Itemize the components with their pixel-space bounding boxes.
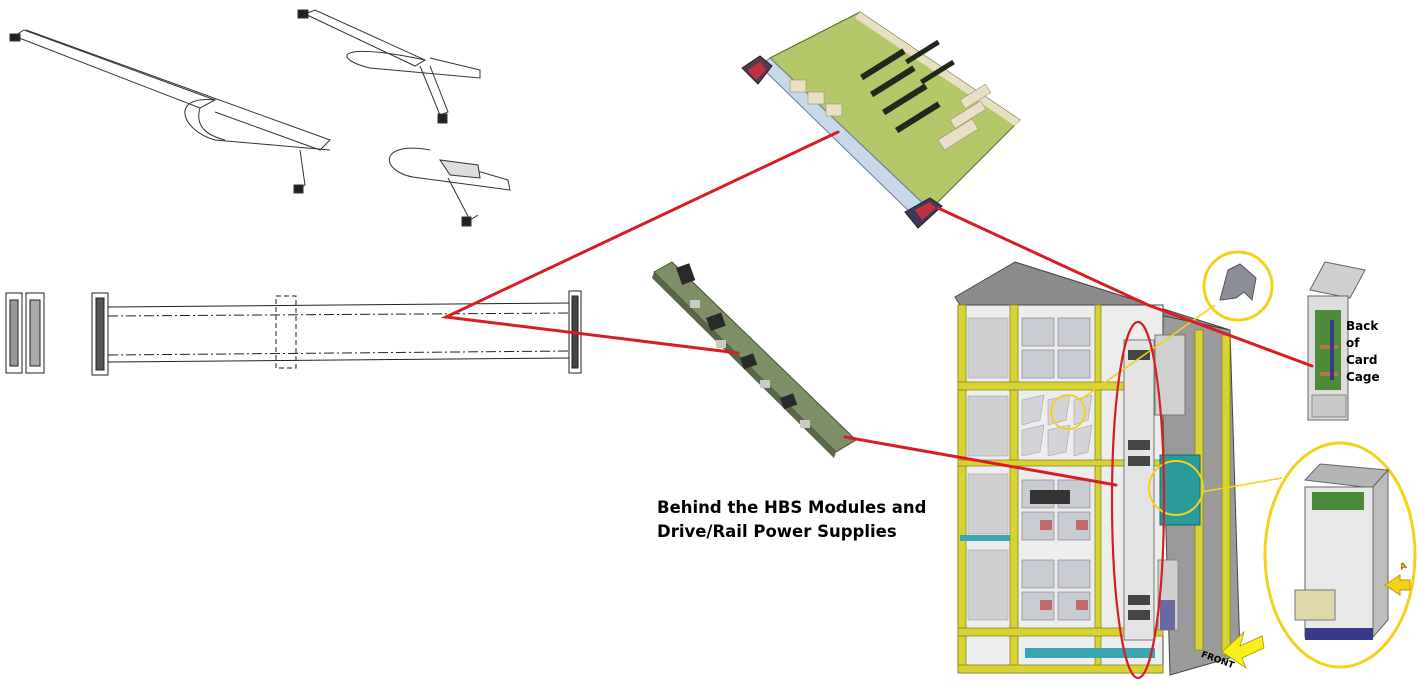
hbs-modules-ellipse (1110, 320, 1166, 680)
backplane-board (652, 261, 857, 458)
ribbon-cable-folded-small (388, 147, 511, 227)
card-cage-label: Back of Card Cage (1346, 318, 1412, 386)
ribbon-cable-long (9, 29, 331, 194)
cpci-card-board (741, 11, 1021, 229)
ribbon-cable-folded-top (297, 9, 481, 124)
detail-cabinet-callout (1263, 441, 1417, 669)
hbs-label-line1: Behind the HBS Modules and (657, 498, 927, 517)
bracket-callout (1202, 250, 1274, 322)
flat-cable-assembly (5, 290, 582, 376)
cabinet-callout-circles (1050, 394, 1204, 516)
cage-label-line2: of (1346, 336, 1360, 350)
card-cage-back (1307, 261, 1366, 421)
cage-label-line1: Back (1346, 319, 1379, 333)
cage-label-line4: Cage (1346, 370, 1380, 384)
cage-label-line3: Card (1346, 353, 1378, 367)
hbs-label-line2: Drive/Rail Power Supplies (657, 522, 897, 541)
front-arrow (1221, 630, 1265, 670)
red-leader-lines (440, 130, 1314, 487)
hbs-location-label: Behind the HBS Modules and Drive/Rail Po… (657, 496, 957, 544)
